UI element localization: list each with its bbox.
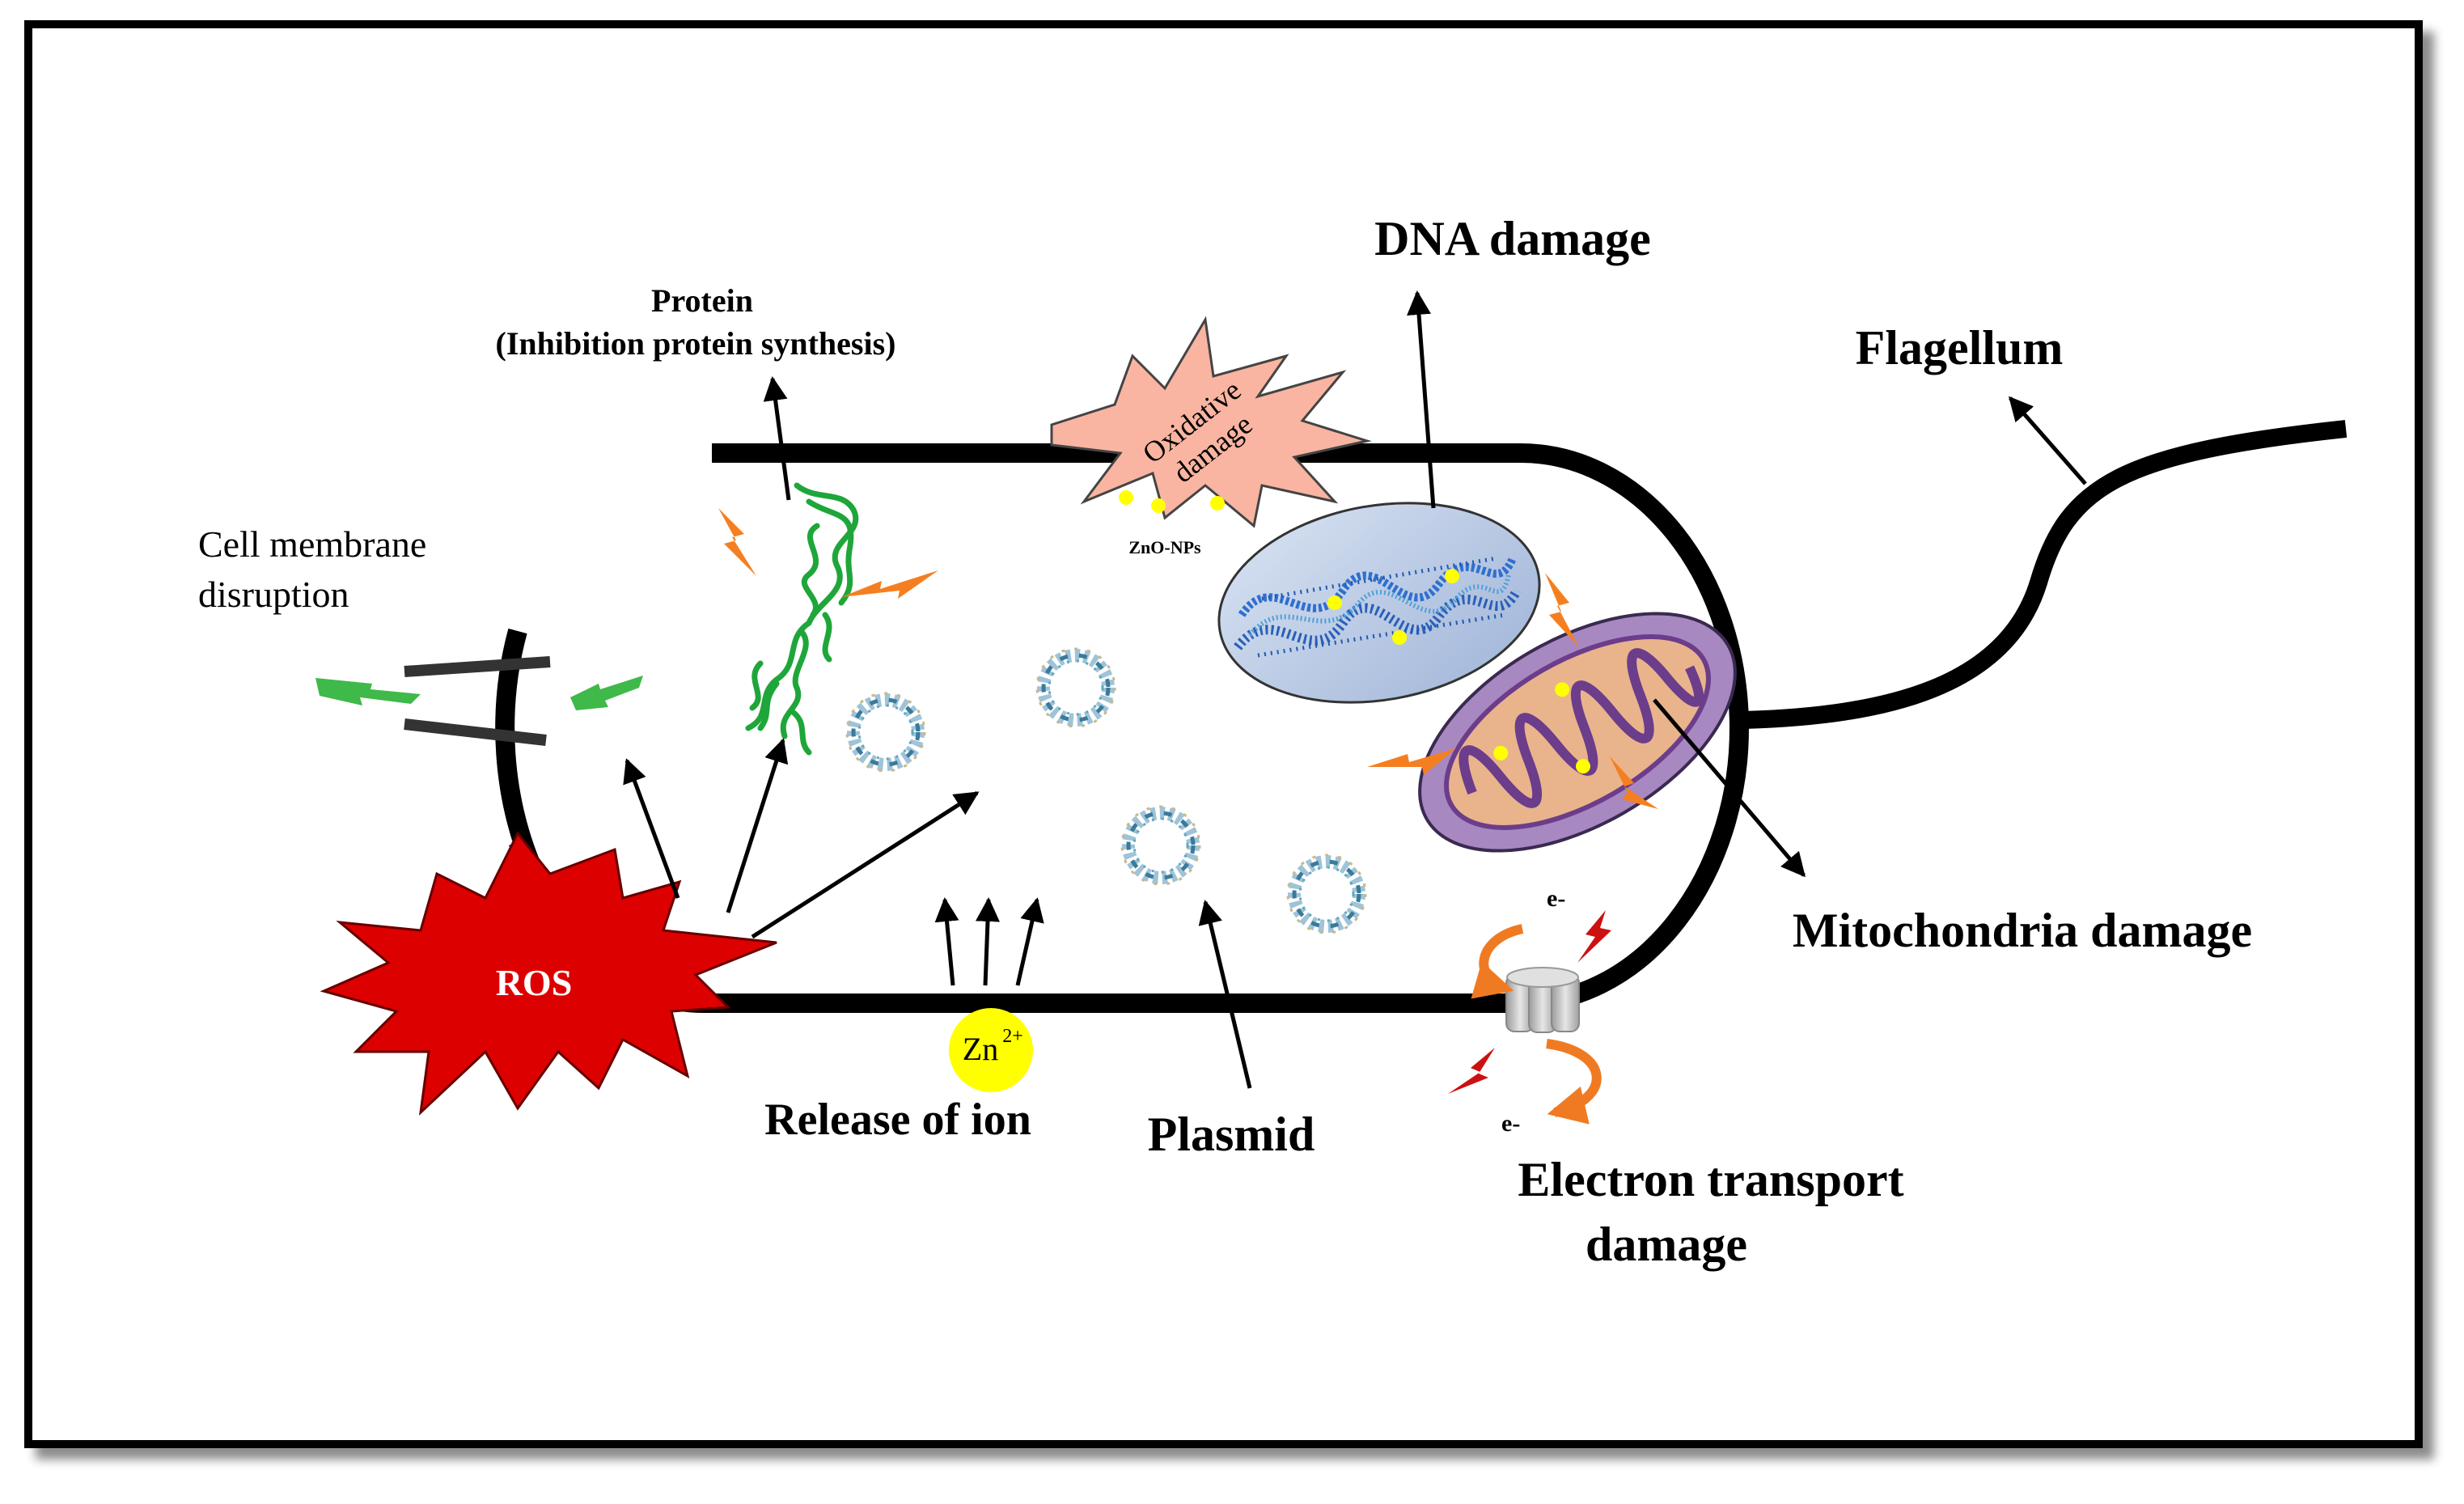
protein-label-line2: (Inhibition protein synthesis) <box>496 325 896 362</box>
starburst-icon <box>320 831 777 1116</box>
flagellum-arrow <box>2009 396 2087 485</box>
zno-label: ZnO-NPs <box>1128 537 1201 557</box>
flagellum-label: Flagellum <box>1856 321 2064 375</box>
dna-nucleoid-icon <box>1217 502 1541 704</box>
lightning-bolt-icon <box>1367 748 1456 775</box>
zno-particle <box>1210 496 1225 511</box>
ion-arrow <box>934 897 959 986</box>
protein-label-line1: Protein <box>651 282 753 319</box>
lightning-bolt-icon <box>315 678 421 705</box>
zno-particle <box>1151 498 1166 513</box>
mitochondria-damage-label: Mitochondria damage <box>1793 904 2252 957</box>
electron-label-top: e- <box>1547 885 1565 912</box>
diagram-frame <box>24 20 2423 1448</box>
release-of-ion-label: Release of ion <box>764 1095 1031 1145</box>
dna-arrow <box>1407 290 1436 509</box>
mitochondrion-icon <box>1418 612 1737 853</box>
electron-transport-label-line1: Electron transport <box>1518 1153 1903 1206</box>
plasmid-arrow <box>1198 900 1252 1089</box>
electron-arrow-top <box>1471 924 1524 999</box>
lightning-bolt-icon <box>1545 573 1579 647</box>
membrane-break-bottom <box>404 718 547 746</box>
ion-arrow <box>975 897 1000 986</box>
electron-arrow-bottom <box>1546 1039 1602 1125</box>
lightning-bolt-icon <box>718 508 756 576</box>
cell-membrane-label-line2: disruption <box>198 574 349 615</box>
ion-arrow <box>1015 897 1044 986</box>
electron-label-bottom: e- <box>1501 1110 1520 1137</box>
lightning-bolt-icon <box>1577 910 1611 963</box>
membrane-break-top <box>404 656 551 677</box>
zn-ion-charge: 2+ <box>1002 1026 1023 1047</box>
plasmid-label: Plasmid <box>1148 1108 1315 1161</box>
electron-transport-label-line2: damage <box>1586 1218 1747 1271</box>
protein-structure-icon <box>745 482 859 756</box>
protein-arrow <box>763 376 791 501</box>
zno-particle <box>1119 490 1133 505</box>
starburst-icon <box>1050 316 1372 528</box>
cell-membrane-label-line1: Cell membrane <box>198 523 426 565</box>
ion-channel-icon <box>1505 967 1580 1033</box>
lightning-bolt-icon <box>570 676 643 710</box>
dna-damage-label: DNA damage <box>1374 212 1651 265</box>
ros-label: ROS <box>496 962 573 1003</box>
lightning-bolt-icon <box>1610 756 1658 809</box>
lightning-bolt-icon <box>841 570 938 599</box>
ros-arrow-cytoplasm <box>751 790 980 939</box>
ros-arrow-membrane <box>623 758 680 899</box>
zn-ion-label: Zn <box>963 1031 998 1067</box>
ros-arrow-protein <box>726 738 789 913</box>
mitochondria-arrow <box>1653 698 1806 878</box>
flagellum <box>1742 420 2348 729</box>
lightning-bolt-icon <box>1448 1048 1495 1094</box>
zn-ion <box>949 1008 1033 1092</box>
